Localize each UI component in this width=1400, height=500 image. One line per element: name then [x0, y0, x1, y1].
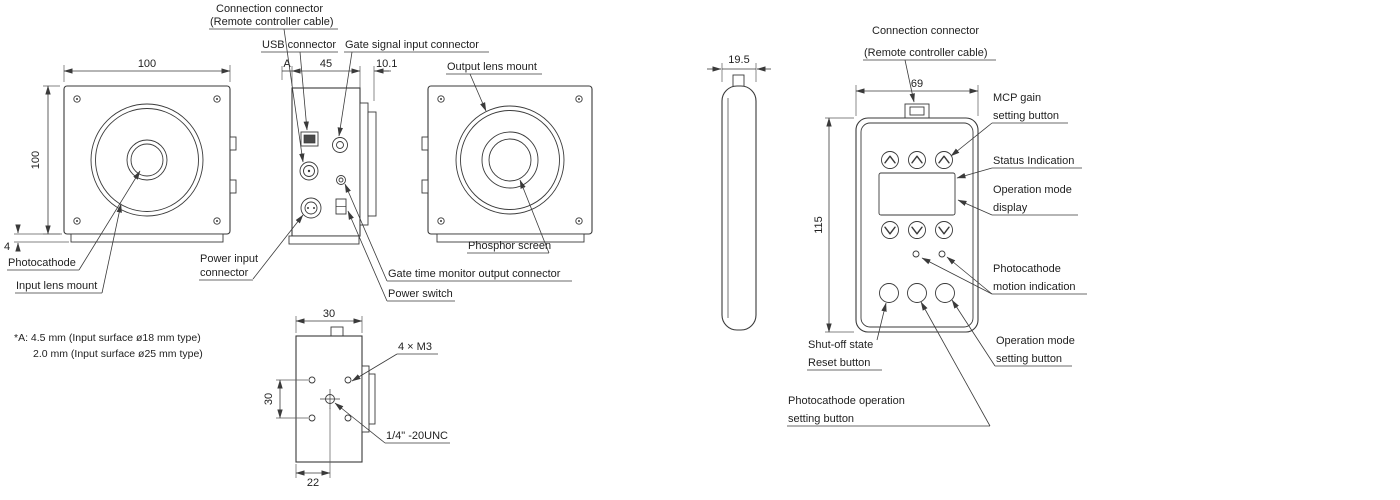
label-mcp-gain-line2: setting button — [993, 110, 1059, 122]
base-plate — [70, 233, 224, 243]
label-photocathode-motion-line1: Photocathode — [993, 263, 1061, 275]
label-tripod-thread: 1/4" -20UNC — [386, 430, 448, 442]
label-photocathode-operation-line1: Photocathode operation — [788, 395, 905, 407]
cable-connector-nub-inner — [909, 106, 925, 116]
side-connector-tab — [229, 179, 237, 194]
dim-bottom-height: 30 — [263, 393, 275, 405]
base-plate — [288, 235, 360, 245]
note-a-line1: *A: 4.5 mm (Input surface ø18 mm type) — [14, 332, 201, 344]
corner-screws — [73, 95, 221, 225]
output-flange-step — [359, 102, 369, 226]
label-operation-mode-setting-line1: Operation mode — [996, 335, 1075, 347]
usb-connector-shape — [300, 131, 319, 147]
dim-remote-thickness: 19.5 — [728, 54, 749, 66]
camera-bottom-view: 30 30 22 4 × M3 1/4" -20UNC — [263, 308, 450, 489]
gain-up-buttons — [881, 151, 953, 169]
label-usb-connector: USB connector — [262, 39, 336, 51]
label-mcp-gain-line1: MCP gain — [993, 92, 1041, 104]
bottom-setting-buttons — [879, 283, 955, 303]
label-shutoff-reset-line1: Shut-off state — [808, 339, 873, 351]
dim-depth: 45 — [320, 58, 332, 70]
output-flange-ring — [368, 373, 376, 425]
m3-mounting-holes — [308, 376, 352, 422]
label-power-input-line1: Power input — [200, 253, 258, 265]
base-plate — [436, 233, 585, 243]
operation-mode-display-shape — [878, 172, 956, 216]
tripod-hole — [320, 389, 340, 409]
note-a-line2: 2.0 mm (Input surface ø25 mm type) — [33, 348, 203, 360]
label-remote-connection-line1: Connection connector — [872, 25, 979, 37]
label-power-switch: Power switch — [388, 288, 453, 300]
camera-side-view: A 45 10.1 — [199, 3, 572, 302]
dim-base-thickness: 4 — [4, 241, 10, 253]
camera-side-body — [291, 87, 361, 237]
cable-connector-nub — [732, 74, 745, 88]
label-phosphor-screen: Phosphor screen — [468, 240, 551, 252]
corner-screws — [437, 95, 583, 225]
dim-remote-height: 115 — [813, 216, 825, 234]
dim-front-height: 100 — [30, 151, 42, 169]
label-operation-mode-display-line2: display — [993, 202, 1028, 214]
remote-side-view: 19.5 — [707, 54, 771, 331]
label-operation-mode-display-line1: Operation mode — [993, 184, 1072, 196]
dim-remote-width: 69 — [911, 78, 923, 90]
label-input-lens-mount: Input lens mount — [16, 280, 97, 292]
output-flange-step — [361, 365, 370, 433]
remote-front-view: Connection connector (Remote controller … — [787, 25, 1087, 427]
dim-a: A — [283, 58, 291, 70]
label-photocathode-operation-line2: setting button — [788, 413, 854, 425]
label-power-input-line2: connector — [200, 267, 249, 279]
power-switch-shape — [335, 198, 347, 215]
label-gate-time-monitor: Gate time monitor output connector — [388, 268, 561, 280]
gain-down-buttons — [881, 221, 953, 239]
side-connector-tab — [421, 136, 429, 151]
camera-front-output-view: Output lens mount Phosphor screen — [421, 61, 593, 254]
input-lens-mount-shape — [90, 103, 204, 217]
label-remote-connection-line2: (Remote controller cable) — [864, 47, 988, 59]
dim-bottom-width: 30 — [323, 308, 335, 320]
label-gate-signal-input: Gate signal input connector — [345, 39, 479, 51]
remote-side-body — [721, 85, 757, 331]
label-operation-mode-setting-line2: setting button — [996, 353, 1062, 365]
output-flange-ring — [367, 111, 377, 217]
output-lens-mount-shape — [455, 105, 565, 215]
label-photocathode-motion-line2: motion indication — [993, 281, 1076, 293]
power-input-connector-shape — [300, 197, 322, 219]
dim-front-width: 100 — [138, 58, 156, 70]
label-shutoff-reset-line2: Reset button — [808, 357, 870, 369]
connection-connector-shape — [299, 161, 319, 181]
label-m3-holes: 4 × M3 — [398, 341, 432, 353]
dim-bottom-offset: 22 — [307, 477, 319, 489]
photocathode-motion-leds — [912, 250, 946, 258]
label-connection-connector-line1: Connection connector — [216, 3, 323, 15]
label-output-lens-mount: Output lens mount — [447, 61, 537, 73]
label-connection-connector-line2: (Remote controller cable) — [210, 16, 334, 28]
gate-time-monitor-connector-shape — [336, 175, 346, 185]
label-status-indication: Status Indication — [993, 155, 1074, 167]
top-connector-nub — [330, 326, 344, 337]
gate-signal-input-connector-shape — [332, 137, 348, 153]
side-connector-tab — [421, 179, 429, 194]
side-connector-tab — [229, 136, 237, 151]
dim-flange: 10.1 — [376, 58, 397, 70]
camera-front-input-view: 100 100 4 Photocathode Input lens mo — [4, 58, 237, 294]
label-photocathode: Photocathode — [8, 257, 76, 269]
